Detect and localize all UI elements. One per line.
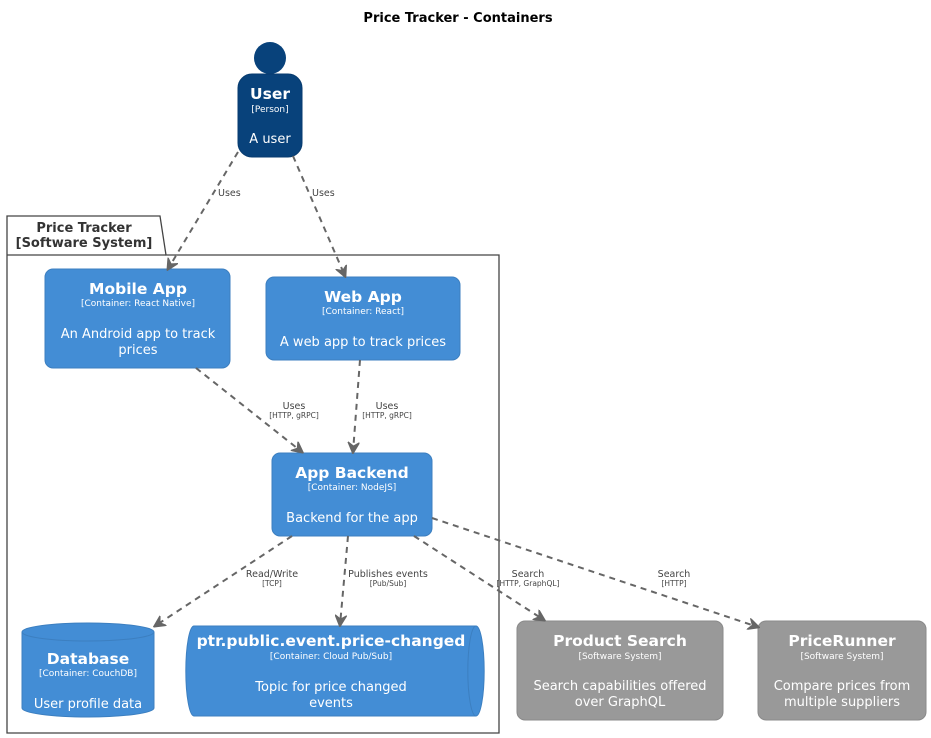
app-backend-description: Backend for the app: [286, 511, 418, 526]
user-description: A user: [249, 132, 291, 147]
topic-name: ptr.public.event.price-changed: [197, 632, 466, 650]
database-cylinder-icon: [21, 622, 155, 642]
web-app-type: [Container: React]: [322, 307, 404, 317]
user-name: User: [250, 85, 290, 103]
edge-tech: [HTTP, GraphQL]: [497, 579, 560, 588]
node-mobile-app[interactable]: Mobile App [Container: React Native] An …: [44, 268, 231, 369]
web-app-name: Web App: [324, 288, 402, 306]
app-backend-name: App Backend: [295, 464, 409, 482]
edge-backend-search: Search [HTTP, GraphQL]: [413, 535, 560, 620]
topic-description-line2: events: [309, 696, 353, 711]
pricerunner-description-line2: multiple suppliers: [784, 695, 900, 710]
topic-type: [Container: Cloud Pub/Sub]: [270, 652, 392, 662]
edge-backend-db: Read/Write [TCP]: [155, 535, 298, 626]
edge-tech: [HTTP, gRPC]: [269, 411, 319, 420]
node-product-search[interactable]: Product Search [Software System] Search …: [516, 620, 724, 721]
database-name: Database: [47, 650, 130, 668]
node-web-app[interactable]: Web App [Container: React] A web app to …: [265, 276, 461, 361]
user-type: [Person]: [251, 105, 288, 115]
node-user[interactable]: User [Person] A user: [237, 42, 303, 158]
person-head-icon: [254, 42, 286, 74]
product-search-description-line1: Search capabilities offered: [533, 679, 706, 694]
edge-tech: [TCP]: [262, 579, 282, 588]
edge-label: Uses: [312, 188, 335, 199]
edge-tech: [Pub/Sub]: [370, 579, 407, 588]
edge-backend-runner: Search [HTTP]: [431, 517, 758, 627]
node-database[interactable]: Database [Container: CouchDB] User profi…: [21, 622, 155, 718]
mobile-app-type: [Container: React Native]: [81, 299, 195, 309]
edge-label: Uses: [376, 401, 399, 412]
edge-tech: [HTTP, gRPC]: [362, 411, 412, 420]
edge-user-web: Uses: [292, 155, 345, 276]
pricerunner-name: PriceRunner: [788, 632, 896, 650]
app-backend-type: [Container: NodeJS]: [308, 483, 397, 493]
boundary-type: [Software System]: [16, 236, 153, 251]
edge-label: Read/Write: [246, 569, 298, 580]
queue-icon: [467, 625, 477, 717]
product-search-description-line2: over GraphQL: [575, 695, 666, 710]
edge-user-mobile: Uses: [168, 151, 241, 269]
system-boundary: Price Tracker [Software System]: [6, 215, 500, 734]
edge-label: Uses: [218, 188, 241, 199]
node-app-backend[interactable]: App Backend [Container: NodeJS] Backend …: [271, 452, 433, 537]
node-topic[interactable]: ptr.public.event.price-changed [Containe…: [185, 625, 485, 717]
boundary-name: Price Tracker: [36, 221, 132, 236]
mobile-app-description-line2: prices: [118, 343, 157, 358]
database-description: User profile data: [34, 697, 142, 712]
edge-label: Search: [658, 569, 691, 580]
edge-mobile-backend: Uses [HTTP, gRPC]: [195, 367, 319, 452]
web-app-description: A web app to track prices: [280, 335, 446, 350]
product-search-type: [Software System]: [578, 652, 661, 662]
edge-label: Publishes events: [348, 569, 428, 580]
edge-label: Search: [512, 569, 545, 580]
node-pricerunner[interactable]: PriceRunner [Software System] Compare pr…: [757, 620, 927, 721]
product-search-name: Product Search: [553, 632, 687, 650]
pricerunner-description-line1: Compare prices from: [774, 679, 911, 694]
edge-web-backend: Uses [HTTP, gRPC]: [353, 359, 412, 452]
pricerunner-type: [Software System]: [800, 652, 883, 662]
database-type: [Container: CouchDB]: [39, 669, 137, 679]
mobile-app-description-line1: An Android app to track: [61, 327, 216, 342]
diagram-title: Price Tracker - Containers: [363, 11, 552, 26]
edge-tech: [HTTP]: [661, 579, 686, 588]
topic-description-line1: Topic for price changed: [254, 680, 406, 695]
mobile-app-name: Mobile App: [89, 280, 187, 298]
edge-label: Uses: [283, 401, 306, 412]
edge-backend-topic: Publishes events [Pub/Sub]: [340, 535, 428, 625]
